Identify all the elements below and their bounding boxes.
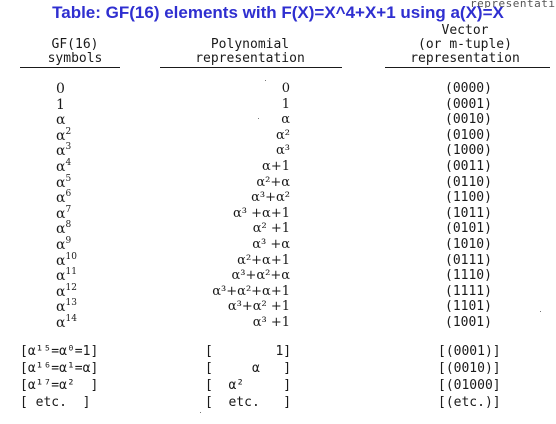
col1-header-underline <box>20 67 120 69</box>
cropped-header-text: representations <box>470 0 556 8</box>
polynomial-cell: α² +1 <box>252 221 290 237</box>
col3-header-line3: representation <box>410 51 520 66</box>
polynomial-cell: α³ +α <box>252 237 290 252</box>
col1-header-line1: GF(16) <box>51 37 99 52</box>
polynomial-cell: α²+α <box>256 174 290 190</box>
polynomial-cell: α³+α² +1 <box>227 299 290 315</box>
symbol-cell: α12 <box>56 282 77 300</box>
col3-header-line2: (or m-tuple) <box>418 37 512 52</box>
vector-cell: (1000) <box>445 143 492 159</box>
scan-speck <box>258 118 259 119</box>
symbol-cell: α5 <box>56 173 72 191</box>
symbol-cell: α2 <box>56 126 72 144</box>
polynomial-cell: α <box>281 112 290 128</box>
col2-header-underline <box>160 67 342 69</box>
symbol-cell: α4 <box>56 158 72 175</box>
footer-col3-cell: [(0001)] <box>438 344 501 359</box>
footer-col2-cell: [ etc. ] <box>205 395 292 410</box>
symbol-cell: 1 <box>56 96 65 113</box>
footer-col1-cell: [α¹⁷=α² ] <box>20 378 99 393</box>
scan-speck <box>540 311 541 312</box>
polynomial-cell: α²+α+1 <box>237 252 290 268</box>
symbol-cell: α3 <box>56 142 72 160</box>
symbol-cell: α <box>56 112 66 129</box>
polynomial-cell: α³ +1 <box>252 315 290 330</box>
vector-cell: (1001) <box>445 315 492 330</box>
vector-cell: (0110) <box>445 174 492 190</box>
vector-cell: (1111) <box>445 283 492 299</box>
vector-cell: (0011) <box>445 159 492 174</box>
vector-cell: (0010) <box>445 112 492 128</box>
footer-col1-cell: [α¹⁵=α⁰=1] <box>20 344 99 359</box>
col2-header: Polynomial representation <box>160 38 340 66</box>
col2-header-line1: Polynomial <box>210 37 290 52</box>
polynomial-cell: α³+α²+α <box>231 268 290 284</box>
vector-cell: (0100) <box>445 127 492 143</box>
symbol-cell: α14 <box>56 314 77 331</box>
col2-header-line2: representation <box>195 51 305 66</box>
footer-col2-cell: [ α² ] <box>205 378 292 393</box>
symbol-cell: α13 <box>56 298 77 316</box>
vector-cell: (0000) <box>445 81 492 96</box>
vector-cell: (1110) <box>445 268 492 284</box>
col3-header-line1: Vector <box>441 23 489 38</box>
polynomial-cell: α³ +α+1 <box>233 205 290 221</box>
polynomial-cell: α³ <box>276 143 290 159</box>
symbol-cell: 0 <box>56 81 65 97</box>
col3-header: Vector (or m-tuple) representation <box>380 24 550 66</box>
footer-col3-cell: [(0010)] <box>438 361 501 376</box>
footer-col1-cell: [ etc. ] <box>20 395 91 410</box>
polynomial-cell: 0 <box>281 81 290 96</box>
footer-col3-cell: [(etc.)] <box>438 395 501 410</box>
polynomial-cell: α+1 <box>262 159 290 174</box>
vector-cell: (0111) <box>445 252 492 268</box>
polynomial-cell: α³+α²+α+1 <box>212 283 290 299</box>
footer-col2-cell: [ α ] <box>205 361 292 376</box>
col1-header-line2: symbols <box>47 51 103 66</box>
symbol-cell: α6 <box>56 189 72 207</box>
col1-header: GF(16) symbols <box>20 38 130 66</box>
footer-col3-cell: [(01000] <box>438 378 501 393</box>
symbol-cell: α9 <box>56 236 72 253</box>
vector-cell: (0101) <box>445 221 492 237</box>
vector-cell: (1101) <box>445 299 492 315</box>
vector-cell: (1100) <box>445 190 492 206</box>
polynomial-cell: α² <box>276 127 290 143</box>
col3-header-underline <box>385 67 550 69</box>
page-title: Table: GF(16) elements with F(X)=X^4+X+1… <box>52 3 504 22</box>
symbol-cell: α11 <box>56 267 77 285</box>
symbol-cell: α10 <box>56 251 77 269</box>
scan-speck <box>265 80 266 81</box>
vector-cell: (1011) <box>445 205 492 221</box>
polynomial-cell: 1 <box>281 96 290 112</box>
polynomial-cell: α³+α² <box>251 190 290 206</box>
scan-speck <box>200 412 201 413</box>
vector-cell: (0001) <box>445 96 492 112</box>
symbol-cell: α7 <box>56 204 72 222</box>
footer-col1-cell: [α¹⁶=α¹=α] <box>20 361 99 376</box>
footer-col2-cell: [ 1] <box>205 344 292 359</box>
symbol-cell: α8 <box>56 220 72 238</box>
vector-cell: (1010) <box>445 237 492 252</box>
